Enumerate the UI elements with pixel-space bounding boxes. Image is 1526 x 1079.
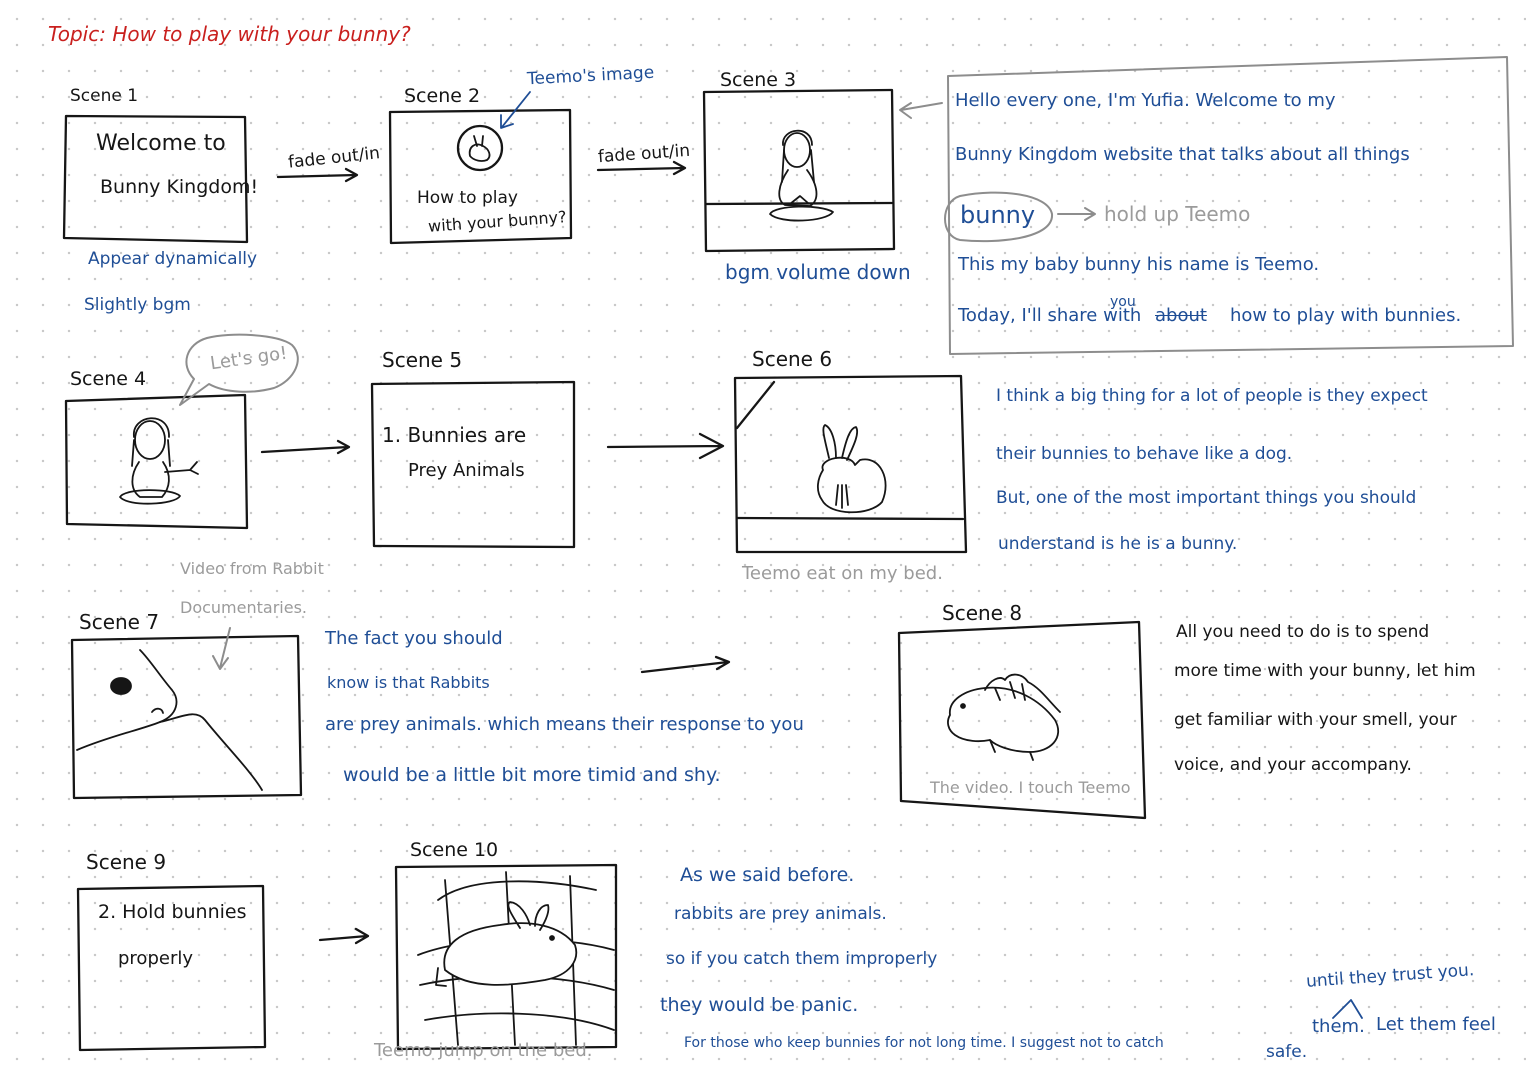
scene-10-caption: Teemo jump on the bed.: [374, 1040, 593, 1061]
script8-line1: All you need to do is to spend: [1176, 622, 1430, 642]
arrow-hold-up: [1057, 207, 1096, 221]
script3-line2: Bunny Kingdom website that talks about a…: [955, 144, 1410, 165]
script10-line4: they would be panic.: [660, 994, 859, 1016]
scene-9-text-line1: 2. Hold bunnies: [98, 901, 247, 923]
script6-line1: I think a big thing for a lot of people …: [996, 386, 1428, 406]
script6-line2: their bunnies to behave like a dog.: [996, 444, 1293, 464]
topic-title: Topic: How to play with your bunny?: [48, 22, 411, 46]
scene-9-text-line2: properly: [118, 948, 193, 969]
scene-9-label: Scene 9: [86, 850, 167, 874]
scene-2-label: Scene 2: [404, 85, 481, 107]
arrow-s4-s5: [260, 439, 351, 455]
scene-6-frame: [733, 374, 968, 554]
scene-7-label: Scene 7: [79, 610, 160, 634]
scene-8-bunny-hand: [947, 673, 1061, 761]
scene-1-label: Scene 1: [70, 86, 139, 106]
scene-4-frame: [64, 393, 249, 530]
script10-line3: so if you catch them improperly: [666, 949, 938, 969]
scene-5-text-line1: 1. Bunnies are: [382, 423, 527, 447]
bunny-circle: [944, 191, 1054, 243]
video-from-line2: Documentaries.: [180, 598, 307, 617]
scene-3-script-box: [947, 56, 1514, 355]
scene-5-label: Scene 5: [382, 348, 463, 372]
scene-10-frame: [394, 863, 618, 1051]
arrow-s9-s10: [318, 927, 370, 945]
scene-4-label: Scene 4: [70, 368, 147, 390]
script10-safe: safe.: [1266, 1042, 1308, 1062]
teemo-logo-circle: [456, 124, 504, 172]
scene-2-frame: [388, 108, 573, 245]
script7-line4: would be a little bit more timid and shy…: [343, 764, 721, 786]
script10-line1: As we said before.: [680, 864, 855, 886]
script3-line5a: Today, I'll share with: [958, 305, 1142, 326]
arrow-teemo-image: [500, 91, 531, 129]
script10-line2: rabbits are prey animals.: [674, 904, 887, 924]
video-from-line1: Video from Rabbit: [180, 559, 324, 578]
scene-1-note-appear: Appear dynamically: [88, 249, 258, 269]
script3-line5-about: about: [1155, 305, 1207, 326]
script8-line3: get familiar with your smell, your: [1174, 710, 1457, 730]
scene-2-text-line1: How to play: [417, 188, 518, 208]
script3-line4: This my baby bunny his name is Teemo.: [958, 254, 1320, 275]
brace-until: [1332, 999, 1363, 1019]
arrow-s5-s6: [606, 432, 725, 460]
script7-line1: The fact you should: [325, 628, 503, 649]
scene-1-text-line1: Welcome to: [96, 131, 226, 156]
script8-line4: voice, and your accompany.: [1174, 755, 1412, 775]
scene-3-frame: [702, 88, 896, 253]
script10-line5: For those who keep bunnies for not long …: [684, 1035, 1164, 1051]
scene-10-label: Scene 10: [410, 839, 499, 861]
scene-8-label: Scene 8: [942, 601, 1023, 625]
script3-hold-up-note: hold up Teemo: [1104, 202, 1251, 226]
scene-9-frame: [76, 884, 267, 1052]
arrow-documentaries: [212, 627, 231, 670]
scene-3-floor: [704, 201, 894, 206]
scene-1-frame: [62, 114, 249, 244]
arrow-to-scene-3: [899, 102, 943, 119]
scene-8-caption: The video. I touch Teemo: [930, 778, 1131, 797]
script6-line4: understand is he is a bunny.: [998, 534, 1238, 554]
scene-6-bunny: [817, 424, 887, 514]
scene-10-bunny-bed: [417, 871, 615, 1046]
scene-1-note-bgm: Slightly bgm: [84, 295, 191, 315]
script7-line3: are prey animals. which means their resp…: [325, 714, 804, 735]
scene-7-rabbit: [76, 649, 263, 791]
script3-line5b: how to play with bunnies.: [1230, 305, 1462, 326]
scene-5-frame: [370, 380, 576, 549]
arrow-s7-s8: [640, 655, 731, 674]
logo-bunny: [468, 135, 491, 162]
scene-6-caption: Teemo eat on my bed.: [742, 563, 943, 584]
script10-line5c: Let them feel: [1376, 1014, 1496, 1035]
arrow-s1-s2: [276, 167, 359, 183]
scene-8-frame: [897, 620, 1147, 820]
scene-5-text-line2: Prey Animals: [408, 460, 525, 481]
scene-1-text-line2: Bunny Kingdom!: [100, 176, 259, 198]
script6-line3: But, one of the most important things yo…: [996, 488, 1417, 508]
scene-6-corner: [735, 380, 776, 430]
scene-7-frame: [70, 634, 303, 800]
script3-line5-you: you: [1110, 294, 1136, 310]
scene-6-floor: [735, 516, 965, 521]
script10-them: them.: [1312, 1016, 1365, 1037]
scene-3-label: Scene 3: [720, 69, 797, 91]
scene-3-girl: [769, 129, 834, 222]
scene-3-note-bgm: bgm volume down: [725, 260, 911, 284]
script3-line1: Hello every one, I'm Yufia. Welcome to m…: [955, 90, 1336, 111]
scene-6-label: Scene 6: [752, 347, 833, 371]
lets-go-bubble: [179, 333, 299, 406]
arrow-s2-s3: [596, 160, 687, 176]
script8-line2: more time with your bunny, let him: [1174, 661, 1476, 681]
script3-bunny: bunny: [960, 201, 1036, 229]
scene-4-girl: [119, 417, 199, 505]
script7-line2: know is that Rabbits: [327, 673, 490, 692]
